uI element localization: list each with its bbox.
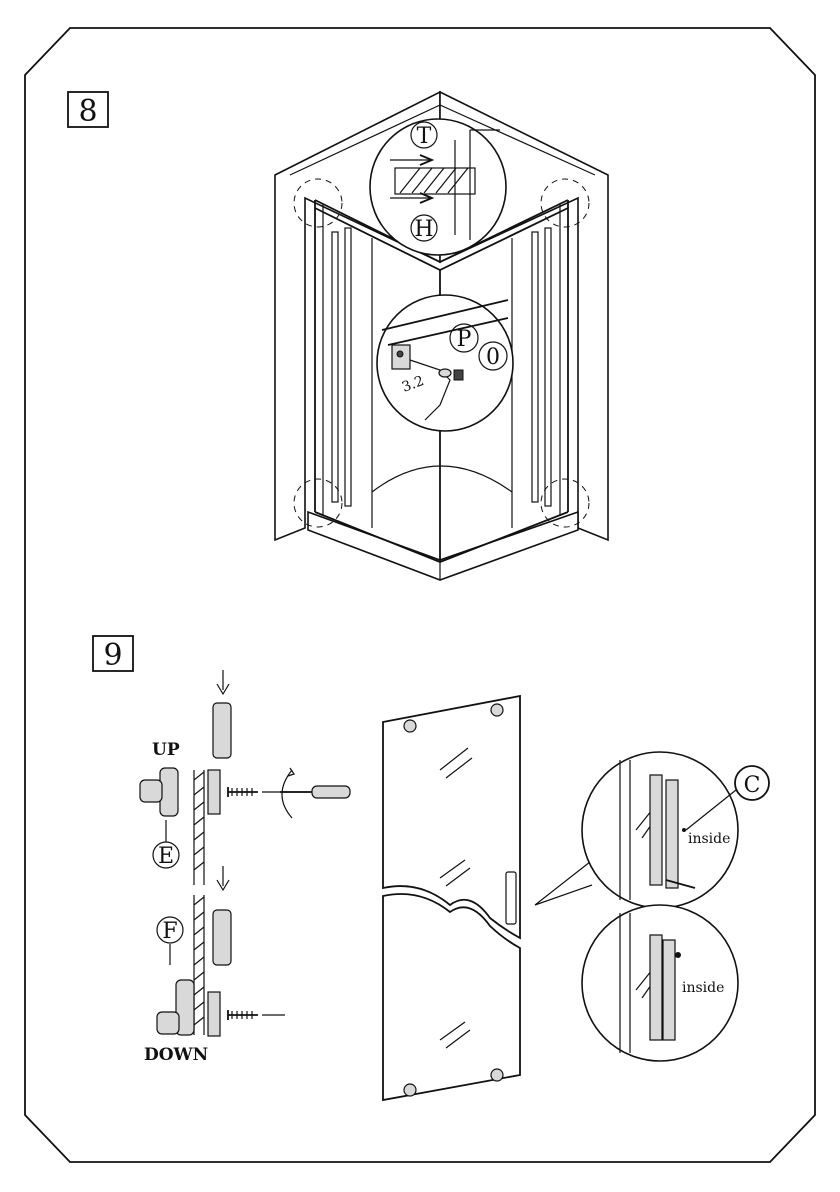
label-inside-top: inside (688, 831, 730, 847)
door-handle (506, 872, 516, 924)
roller-bottom-right (491, 1069, 503, 1081)
callout-p: P (457, 327, 472, 352)
handle-bar-inner (650, 775, 662, 885)
callout-h: H (414, 217, 433, 242)
handle-bar-inner-bottom (650, 935, 662, 1040)
roller-assembly-diagram: UP E F (140, 670, 350, 1065)
label-e: E (158, 844, 174, 869)
lower-roller-knob (157, 1012, 179, 1034)
right-handle-inner (545, 228, 551, 506)
roller-bottom-left (404, 1084, 416, 1096)
down-arrow-bottom (217, 866, 229, 890)
glass-door-panel (383, 696, 595, 1100)
glass-hatching-lower (194, 897, 204, 1025)
step-9-number: 9 (103, 638, 122, 673)
upper-clamp-plate (213, 703, 231, 758)
drill-detail-bubble: P 0 3.2 (377, 295, 513, 431)
glass-reflection-2 (440, 860, 470, 886)
panel-upper-half (383, 696, 520, 938)
left-handle-outer (332, 232, 338, 502)
roller-top-right (491, 704, 503, 716)
rail-detail-bubble: T H (370, 119, 506, 255)
nut-o (454, 370, 463, 380)
handle-bar-outer (666, 780, 678, 888)
upper-roller-wheel (160, 768, 178, 816)
lower-clamp-plate (213, 910, 231, 965)
down-arrow-top (217, 670, 229, 694)
label-c: C (744, 773, 761, 798)
glass-reflection-1 (440, 748, 472, 778)
callout-o: 0 (486, 345, 500, 370)
glass-hatching-upper (194, 772, 204, 870)
lower-washer (208, 992, 220, 1036)
label-up: UP (152, 740, 180, 760)
upper-washer (208, 770, 220, 814)
label-inside-bottom: inside (682, 980, 724, 996)
handle-detail-bottom: inside (582, 905, 738, 1061)
glass-edge-upper (194, 770, 204, 885)
tray-curve (372, 466, 512, 492)
label-f: F (162, 919, 177, 944)
step-8: 8 (68, 92, 608, 580)
right-handle-outer (532, 232, 538, 502)
upper-roller-knob (140, 780, 162, 802)
shower-tray (308, 512, 578, 580)
rotate-arrow (282, 770, 292, 818)
step-8-number: 8 (78, 94, 97, 129)
roller-top-left (404, 720, 416, 732)
label-down: DOWN (144, 1045, 208, 1065)
bolt-p (439, 369, 451, 377)
left-handle-inner (345, 228, 351, 506)
screwdriver-icon (280, 786, 350, 798)
glass-reflection-3 (440, 1022, 470, 1048)
step-9: 9 UP E (93, 636, 769, 1100)
handle-bar-outer-bottom (663, 940, 675, 1040)
handle-detail-top: inside C (582, 752, 769, 908)
callout-t: T (417, 124, 432, 149)
